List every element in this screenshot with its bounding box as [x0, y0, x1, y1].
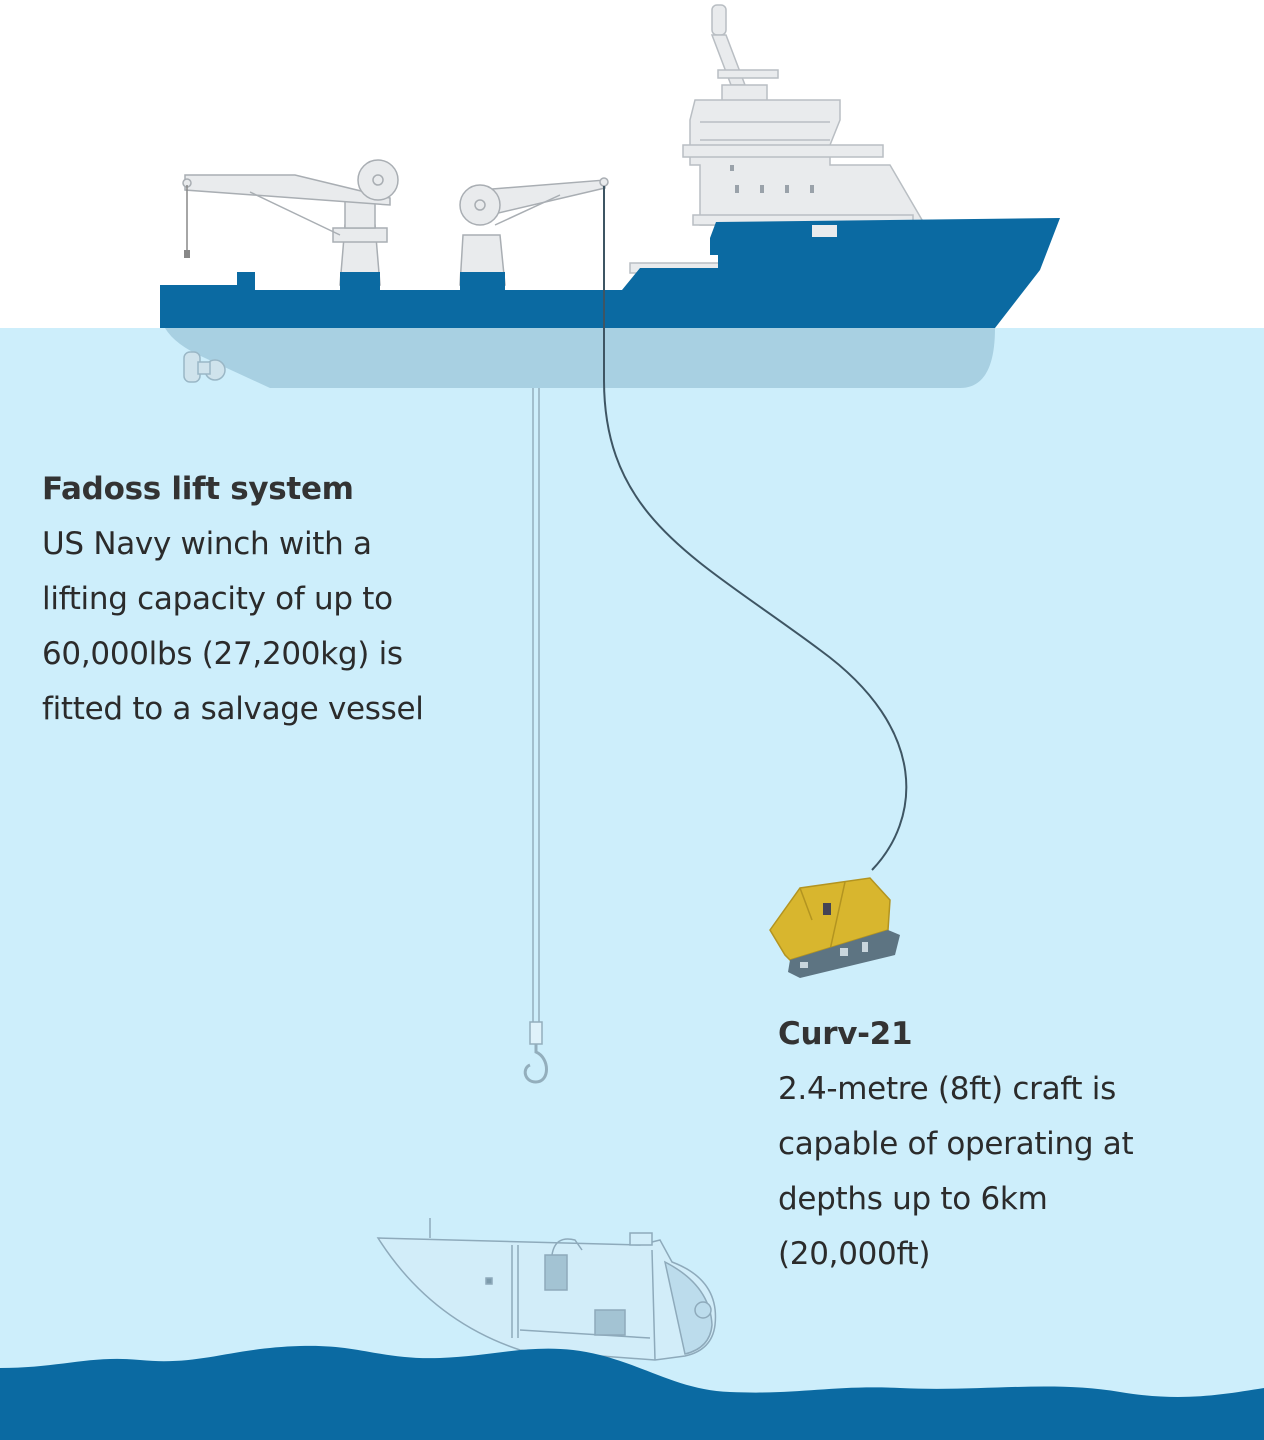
seabed	[0, 1345, 1264, 1440]
salvage-ship	[160, 4, 1060, 388]
ship-propeller	[183, 351, 226, 383]
fadoss-line: 60,000lbs (27,200kg) is	[42, 636, 403, 672]
curv-line: (20,000ft)	[778, 1236, 931, 1272]
crane-2	[459, 177, 609, 286]
curv-line: 2.4-metre (8ft) craft is	[778, 1071, 1116, 1107]
fadoss-winch-line	[523, 388, 548, 1084]
ship-bridge	[682, 99, 927, 226]
ship-mast	[710, 4, 779, 104]
rov-tether	[603, 186, 908, 871]
crane-1	[182, 159, 399, 286]
curv-line: depths up to 6km	[778, 1181, 1048, 1217]
curv-title: Curv-21	[778, 1016, 913, 1052]
submersible-wreck	[376, 1218, 717, 1361]
fadoss-line: lifting capacity of up to	[42, 581, 393, 617]
rov-curv-21	[769, 877, 900, 978]
fadoss-line: US Navy winch with a	[42, 526, 372, 562]
fadoss-line: fitted to a salvage vessel	[42, 691, 424, 727]
fadoss-title: Fadoss lift system	[42, 471, 354, 507]
curv-line: capable of operating at	[778, 1126, 1134, 1162]
ship-hull	[160, 218, 1060, 328]
hook-icon	[523, 1044, 548, 1084]
fadoss-annotation: Fadoss lift system US Navy winch with a …	[42, 462, 522, 737]
curv-annotation: Curv-21 2.4-metre (8ft) craft is capable…	[778, 1007, 1238, 1282]
ship-hull-underwater	[165, 328, 995, 388]
